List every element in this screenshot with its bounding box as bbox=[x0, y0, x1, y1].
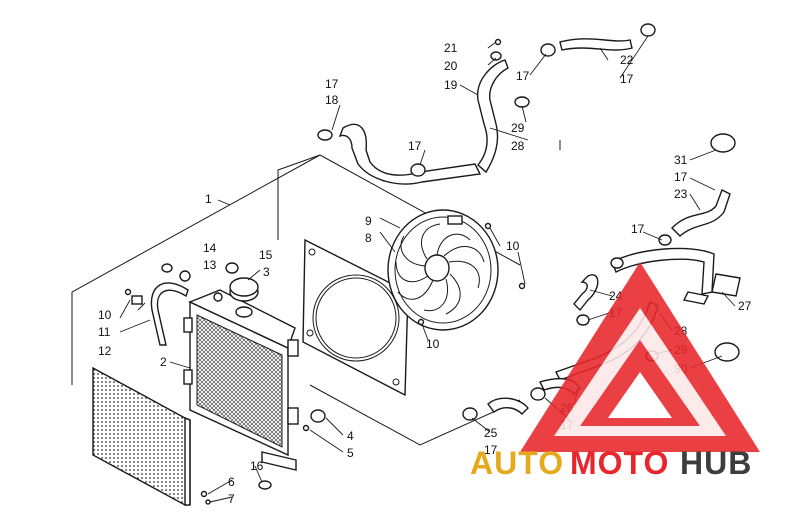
callout-25: 25 bbox=[484, 426, 498, 440]
drain-and-bolts bbox=[200, 409, 326, 505]
radiator bbox=[183, 289, 299, 471]
callout-17-top-left: 17 bbox=[325, 77, 339, 91]
callout-23: 23 bbox=[674, 187, 688, 201]
callout-13: 13 bbox=[203, 258, 217, 272]
callout-12: 12 bbox=[98, 344, 112, 358]
callout-6: 6 bbox=[228, 475, 235, 489]
callout-29-upper: 29 bbox=[511, 121, 525, 135]
callout-20: 20 bbox=[444, 59, 458, 73]
callout-2: 2 bbox=[160, 355, 167, 369]
callout-19: 19 bbox=[444, 78, 458, 92]
callout-14: 14 bbox=[203, 241, 217, 255]
callout-10-shroud: 10 bbox=[426, 337, 440, 351]
callout-9: 9 bbox=[365, 214, 372, 228]
cooling-fan bbox=[387, 209, 526, 331]
callout-4: 4 bbox=[347, 429, 354, 443]
callout-8: 8 bbox=[365, 231, 372, 245]
callout-15: 15 bbox=[259, 248, 273, 262]
callout-5: 5 bbox=[347, 446, 354, 460]
callout-17-mid-hose: 17 bbox=[408, 139, 422, 153]
callout-11: 11 bbox=[98, 325, 111, 339]
callout-16: 16 bbox=[250, 459, 264, 473]
callout-17-upper: 17 bbox=[516, 69, 530, 83]
callout-17-top-right: 17 bbox=[620, 72, 634, 86]
radiator-screen bbox=[92, 366, 191, 507]
callout-27: 27 bbox=[738, 299, 752, 313]
small-fittings bbox=[161, 262, 239, 302]
callout-21: 21 bbox=[444, 41, 458, 55]
callout-7: 7 bbox=[228, 492, 235, 506]
callout-28-upper: 28 bbox=[511, 139, 525, 153]
radiator-cap bbox=[229, 277, 259, 318]
callout-1: 1 bbox=[205, 192, 212, 206]
watermark-hub: HUB bbox=[680, 445, 752, 481]
fan-shroud bbox=[302, 238, 409, 397]
callout-3: 3 bbox=[263, 265, 270, 279]
upper-hose-assembly bbox=[317, 23, 656, 185]
warning-triangle-logo bbox=[520, 262, 760, 452]
callout-22: 22 bbox=[620, 53, 634, 67]
callout-17-bottom-left: 17 bbox=[484, 443, 498, 457]
callout-18: 18 bbox=[325, 93, 339, 107]
assembly-boundary bbox=[71, 140, 561, 446]
watermark-auto: AUTO bbox=[470, 445, 564, 481]
callout-17-right-upper: 17 bbox=[674, 170, 688, 184]
callout-31: 31 bbox=[674, 153, 688, 167]
watermark-moto: MOTO bbox=[570, 445, 669, 481]
watermark: AUTO MOTO HUB bbox=[470, 262, 760, 481]
callout-17-right-mid: 17 bbox=[631, 222, 645, 236]
callout-10-fan: 10 bbox=[506, 239, 520, 253]
callout-10-left: 10 bbox=[98, 308, 112, 322]
overflow-hose bbox=[124, 282, 189, 346]
